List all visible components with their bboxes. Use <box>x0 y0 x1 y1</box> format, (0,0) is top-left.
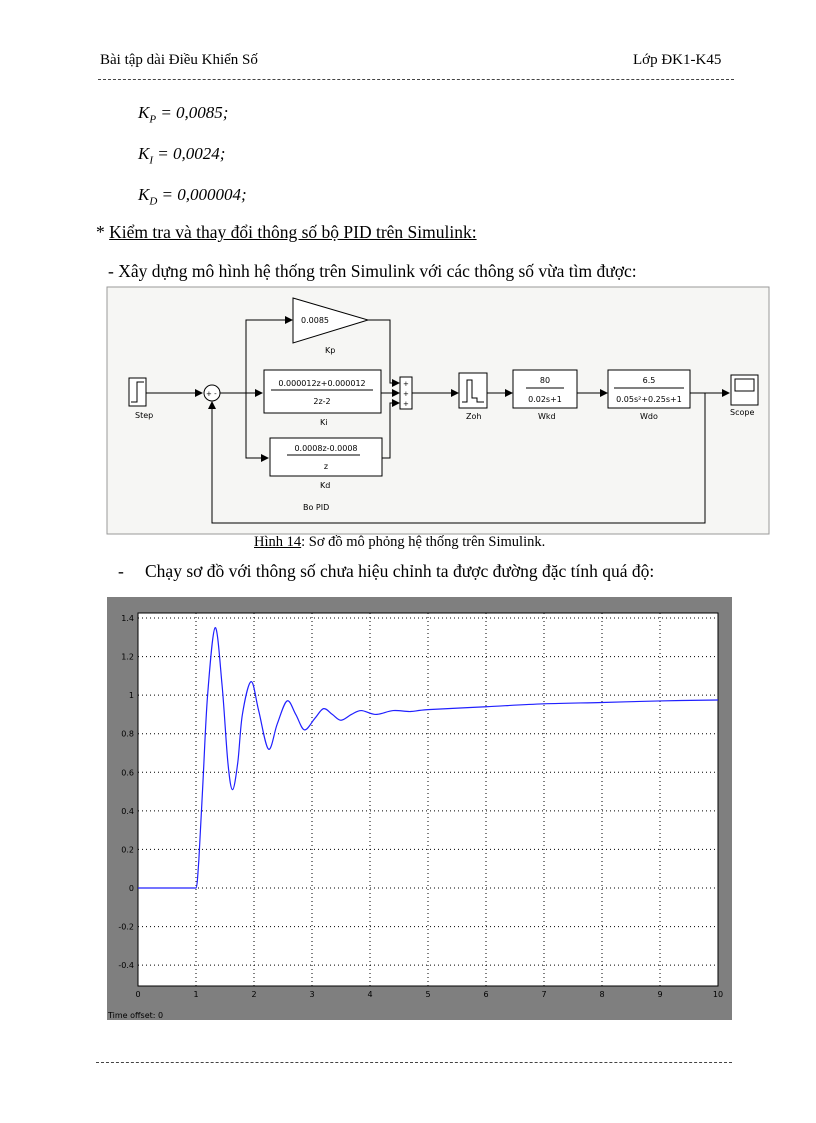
formula-ki: KI = 0,0024; <box>138 144 226 167</box>
ki-num: 0.000012z+0.000012 <box>278 379 365 388</box>
wkd-label: Wkd <box>538 412 556 421</box>
step-label: Step <box>135 411 153 420</box>
wdo-block[interactable] <box>607 369 691 409</box>
wdo-den: 0.05s²+0.25s+1 <box>616 395 682 404</box>
kp-value: 0.0085 <box>301 316 329 325</box>
header-right: Lớp ĐK1-K45 <box>633 52 722 68</box>
y-tick-label: 0.8 <box>121 730 134 739</box>
svg-text:+: + <box>403 390 409 398</box>
wdo-num: 6.5 <box>643 376 656 385</box>
step-block[interactable] <box>128 377 147 407</box>
y-tick-label: -0.2 <box>118 923 134 932</box>
footer-divider <box>96 1062 732 1063</box>
pid-label: Bo PID <box>303 503 329 512</box>
formula-kp: KP = 0,0085; <box>138 103 229 126</box>
step2-text: Chạy sơ đồ với thông số chưa hiệu chỉnh … <box>145 561 655 581</box>
sum-signs: + - <box>206 390 217 398</box>
y-tick-label: 0.4 <box>121 807 134 816</box>
svg-text:+: + <box>403 400 409 408</box>
response-line <box>138 627 719 889</box>
y-tick-label: 1.4 <box>121 614 134 623</box>
x-tick-label: 6 <box>483 990 488 999</box>
x-tick-label: 10 <box>713 990 723 999</box>
x-tick-label: 5 <box>425 990 430 999</box>
zoh-label: Zoh <box>466 412 481 421</box>
y-tick-label: 1.2 <box>121 653 134 662</box>
kd-num: 0.0008z-0.0008 <box>294 444 357 453</box>
section-heading: * Kiểm tra và thay đổi thông số bộ PID t… <box>96 222 477 242</box>
wkd-den: 0.02s+1 <box>528 395 562 404</box>
header-left: Bài tập dài Điều Khiển Số <box>100 52 258 68</box>
kp-gain-block[interactable] <box>292 297 370 344</box>
sum-junction[interactable] <box>203 384 221 402</box>
wkd-num: 80 <box>540 376 550 385</box>
wdo-label: Wdo <box>640 412 658 421</box>
ki-block[interactable] <box>263 369 382 414</box>
scope-label: Scope <box>730 408 754 417</box>
x-tick-label: 1 <box>193 990 198 999</box>
kd-block[interactable] <box>269 437 383 477</box>
sum-block[interactable]: + + + <box>399 376 413 410</box>
y-tick-label: 0.2 <box>121 845 134 854</box>
ki-den: 2z-2 <box>313 397 330 406</box>
x-tick-label: 8 <box>599 990 604 999</box>
wkd-block[interactable] <box>512 369 578 409</box>
formula-kd: KD = 0,000004; <box>138 185 247 208</box>
time-offset: Time offset: 0 <box>107 1011 163 1020</box>
header-divider <box>98 79 734 80</box>
step2-dash: - <box>118 561 124 581</box>
y-tick-label: 1 <box>129 691 134 700</box>
step1-text: - Xây dựng mô hình hệ thống trên Simulin… <box>108 261 637 281</box>
diagram-canvas <box>106 286 770 535</box>
y-tick-label: 0 <box>129 884 134 893</box>
ki-label: Ki <box>320 418 327 427</box>
kp-label: Kp <box>325 346 335 355</box>
x-tick-label: 9 <box>657 990 662 999</box>
zoh-block[interactable] <box>458 372 488 409</box>
scope-block[interactable] <box>730 374 759 406</box>
svg-text:+: + <box>403 380 409 388</box>
x-tick-label: 2 <box>251 990 256 999</box>
x-tick-label: 7 <box>541 990 546 999</box>
y-tick-label: 0.6 <box>121 768 134 777</box>
figure-caption: Hình 14: Sơ đồ mô phỏng hệ thống trên Si… <box>254 534 546 550</box>
x-tick-label: 4 <box>367 990 372 999</box>
x-tick-label: 0 <box>135 990 140 999</box>
kd-label: Kd <box>320 481 330 490</box>
kd-den: z <box>324 462 328 471</box>
y-tick-label: -0.4 <box>118 961 134 970</box>
plot-area <box>137 612 719 987</box>
x-tick-label: 3 <box>309 990 314 999</box>
